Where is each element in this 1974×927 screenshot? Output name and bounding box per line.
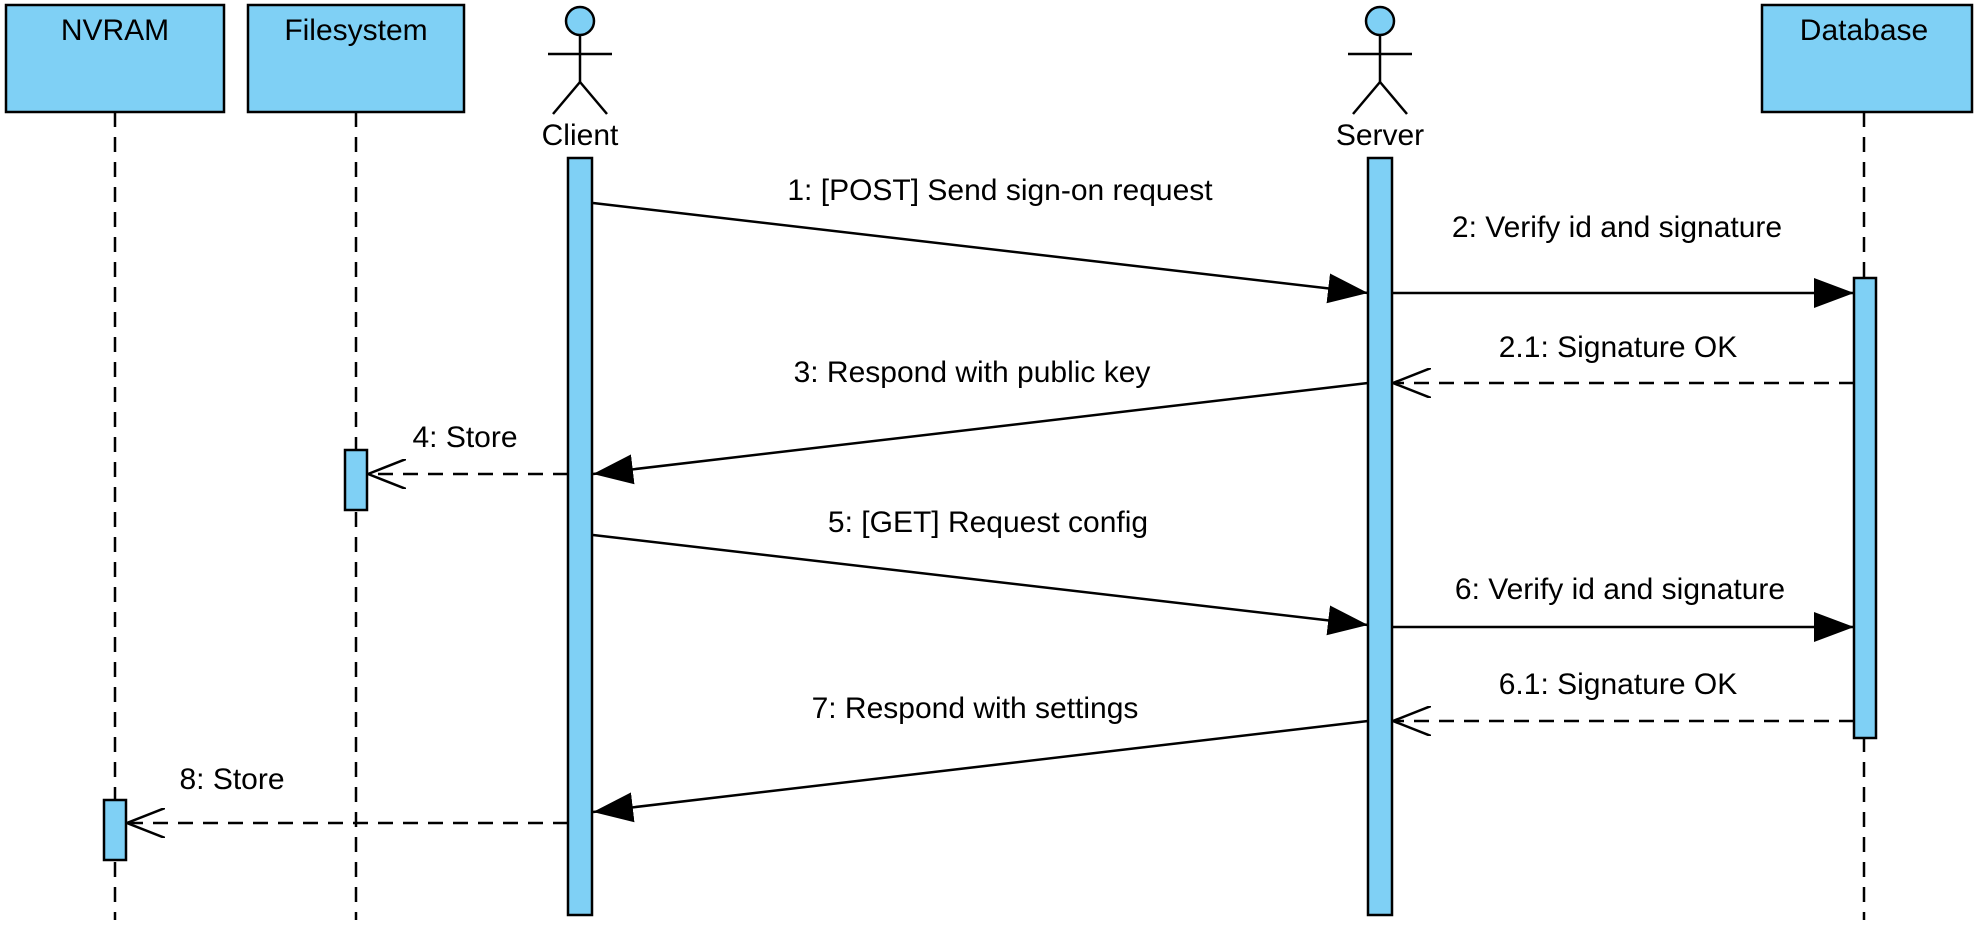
server-label: Server — [1336, 119, 1424, 152]
message-2-label: 2: Verify id and signature — [1452, 211, 1782, 244]
message-3-arrow — [592, 381, 1369, 485]
client-label: Client — [542, 119, 619, 152]
actor-server: Server — [1336, 5, 1424, 152]
message-2-1-label: 2.1: Signature OK — [1499, 331, 1737, 364]
nvram-activation-bar — [102, 798, 128, 862]
message-4: 4: Store — [368, 421, 568, 474]
nvram-box — [4, 3, 226, 114]
filesystem-label: Filesystem — [284, 14, 427, 47]
database-label: Database — [1800, 14, 1928, 47]
message-8: 8: Store — [127, 763, 568, 823]
participant-filesystem: Filesystem — [246, 3, 466, 114]
message-1-label: 1: [POST] Send sign-on request — [787, 174, 1213, 207]
message-6-1-label: 6.1: Signature OK — [1499, 668, 1737, 701]
filesystem-activation-bar — [343, 448, 369, 512]
message-2-1: 2.1: Signature OK — [1393, 331, 1854, 383]
message-3-label: 3: Respond with public key — [794, 356, 1151, 389]
message-5-arrow — [592, 533, 1369, 636]
message-7-arrow — [592, 719, 1369, 823]
message-6-1: 6.1: Signature OK — [1393, 668, 1854, 721]
message-1: 1: [POST] Send sign-on request — [592, 174, 1369, 304]
participant-database: Database — [1760, 3, 1974, 114]
message-6-label: 6: Verify id and signature — [1455, 573, 1785, 606]
message-1-arrow — [592, 201, 1369, 304]
filesystem-box — [246, 3, 466, 114]
server-actor-icon — [1348, 5, 1412, 115]
message-4-label: 4: Store — [412, 421, 517, 454]
client-activation-bar — [566, 156, 594, 917]
database-box — [1760, 3, 1974, 114]
server-activation-bar — [1366, 156, 1394, 917]
participant-nvram: NVRAM — [4, 3, 226, 114]
message-7-label: 7: Respond with settings — [812, 692, 1139, 725]
client-actor-icon — [548, 5, 612, 115]
message-6: 6: Verify id and signature — [1393, 573, 1854, 642]
message-7: 7: Respond with settings — [592, 692, 1369, 823]
nvram-label: NVRAM — [61, 14, 169, 47]
actor-client: Client — [542, 5, 619, 152]
message-3: 3: Respond with public key — [592, 356, 1369, 485]
message-5-label: 5: [GET] Request config — [828, 506, 1148, 539]
database-activation-bar — [1852, 276, 1878, 740]
message-2: 2: Verify id and signature — [1393, 211, 1854, 308]
message-8-label: 8: Store — [179, 763, 284, 796]
message-5: 5: [GET] Request config — [592, 506, 1369, 636]
